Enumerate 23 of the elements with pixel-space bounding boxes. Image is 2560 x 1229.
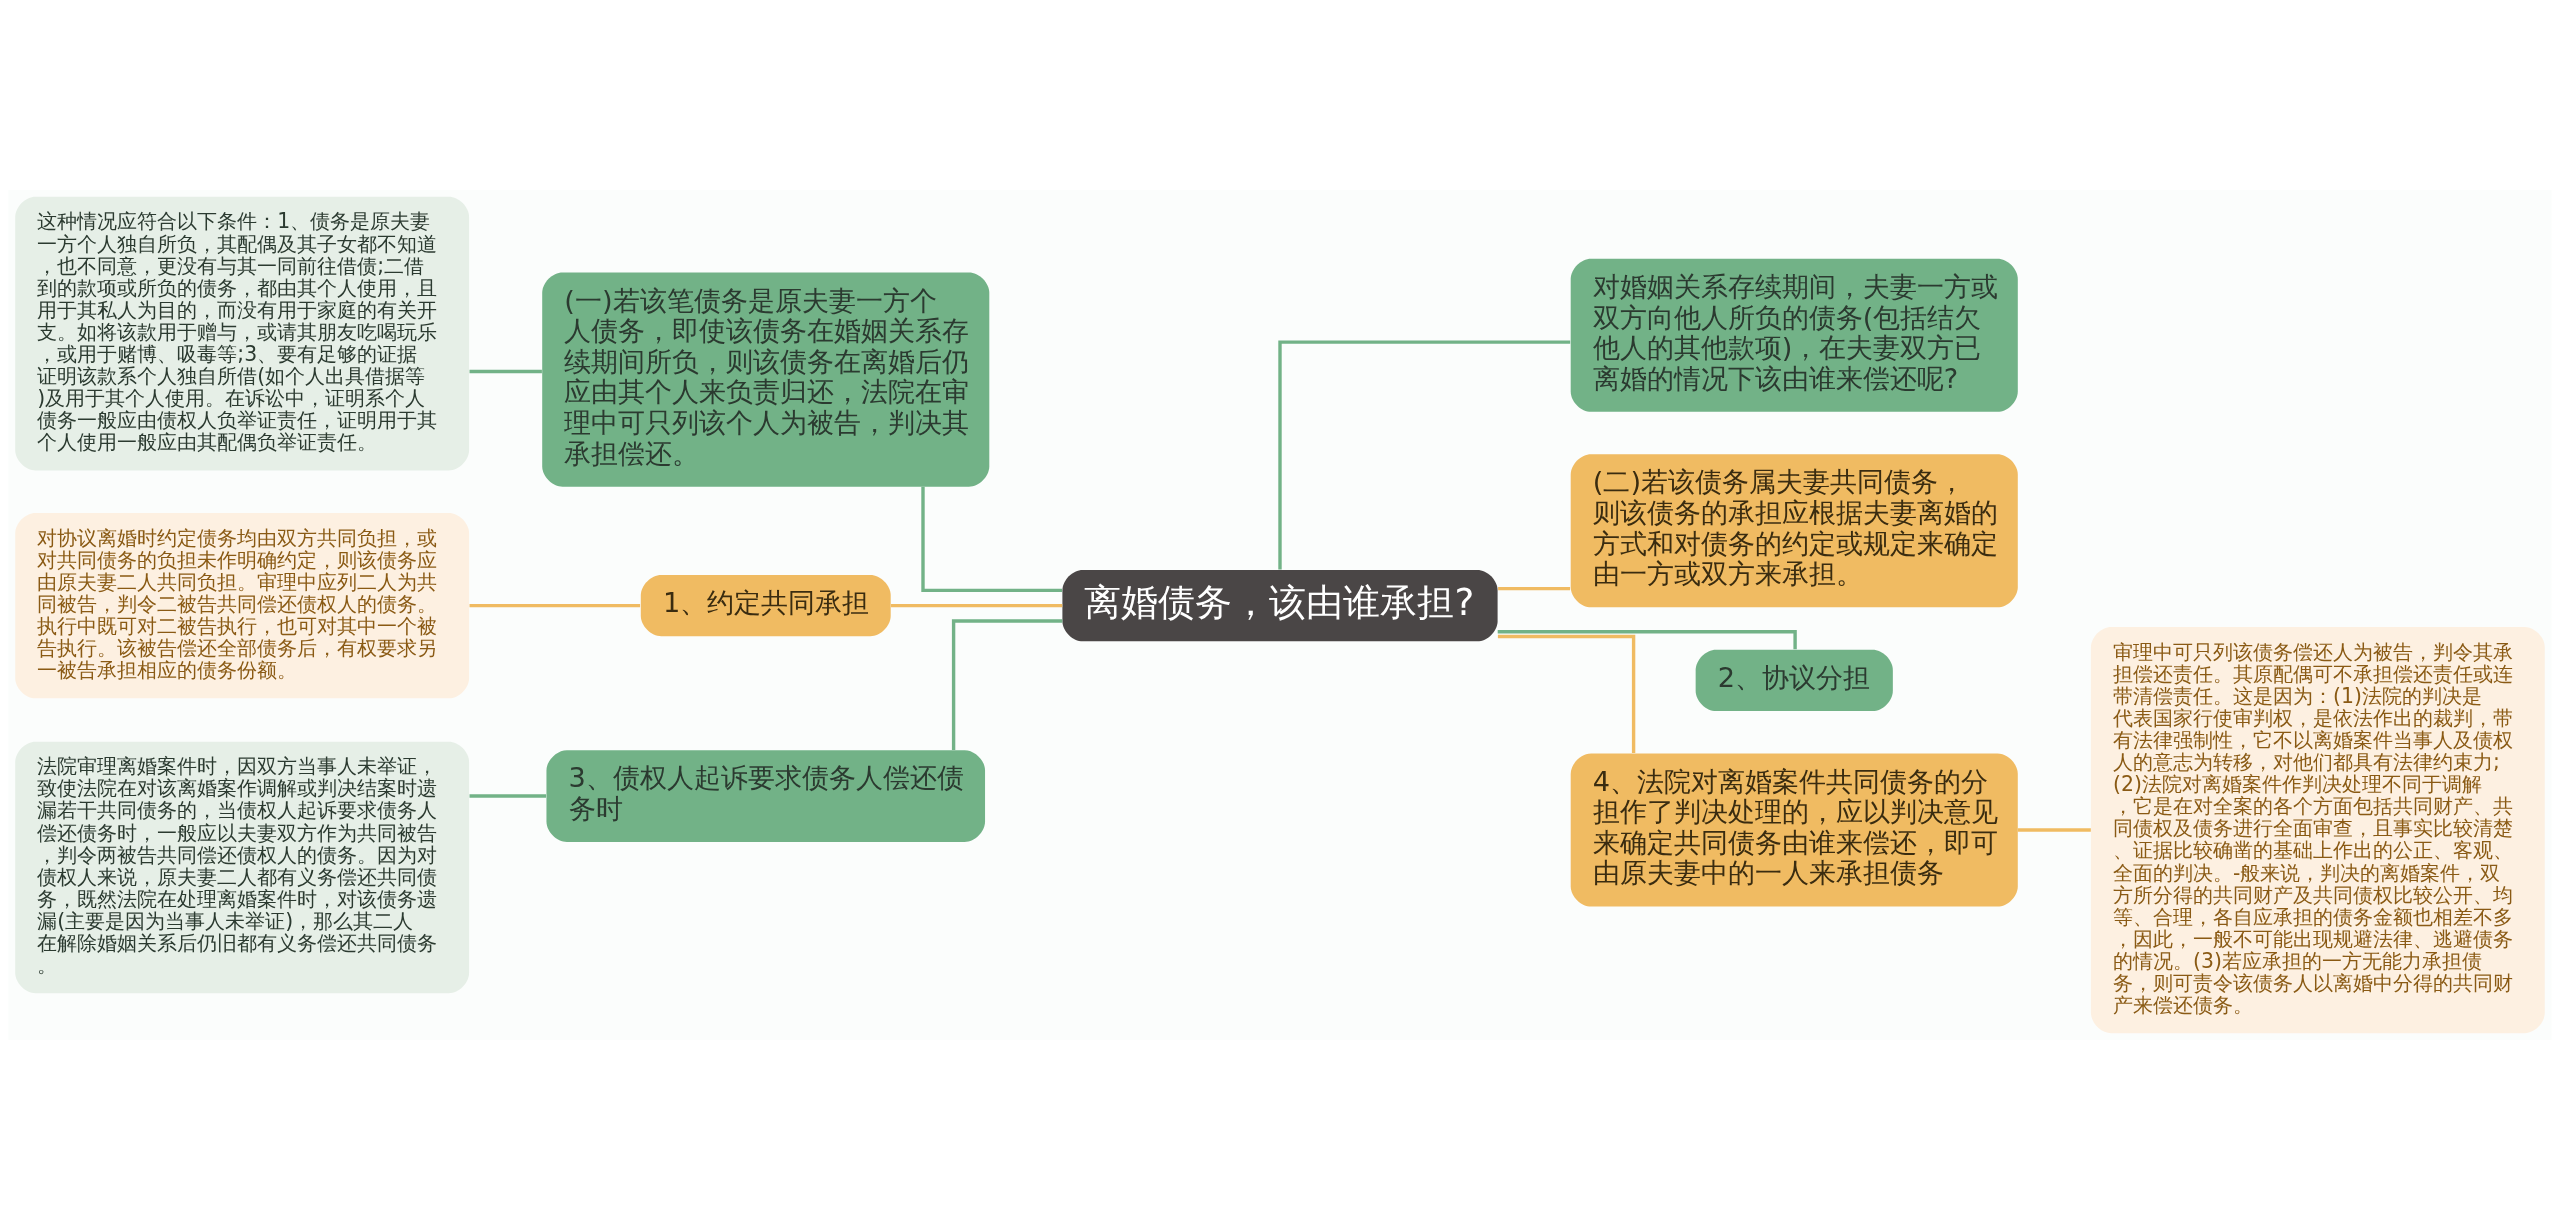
connector <box>1497 629 1797 649</box>
node-box: 对协议离婚时约定债务均由双方共同负担，或对共同债务的负担未作明确约定，则该债务应由原夫妻二人共同负担。审理中应列二人为共同被告，判令二被告共同偿还债权人的债务。执行中既可对二被告执行，也可对其中一个被告执行。该被告偿还全部债务后，有权要求另一被告承担相应的债务份额。 <box>15 512 470 698</box>
node-box: 2、协议分担 <box>1695 649 1893 711</box>
node-box: 4、法院对离婚案件共同债务的分担作了判决处理的，应以判决意见来确定共同债务由谁来偿还，即可由原夫妻中的一人来承担债务 <box>1570 753 2018 907</box>
node-box: 法院审理离婚案件时，因双方当事人未举证，致使法院在对该离婚案作调解或判决结案时遗漏若干共同债务的，当债权人起诉要求债务人偿还债务时，一般应以夫妻双方作为共同被告，判令两被告共同偿还债权人的债务。因为对债权人来说，原夫妻二人都有义务偿还共同债务，既然法院在处理离婚案件时，对该债务遗漏(主要是因为当事人未举证)，那么其二人在解除婚姻关系后仍旧都有义务偿还共同债务。 <box>15 741 470 993</box>
connector <box>951 618 1063 750</box>
connector <box>469 369 542 373</box>
node-box: 审理中可只列该债务偿还人为被告，判令其承担偿还责任。其原配偶可不承担偿还责任或连带清偿责任。这是因为：(1)法院的判决是代表国家行使审判权，是依法作出的裁判，带有法律强制性，它不以离婚案件当事人及债权人的意志为转移，对他们都具有法律约束力;(2)法院对离婚案件作判决处理不同于调解，它是在对全案的各个方面包括共同财产、共同债权及债务进行全面审查，且事实比较清楚、证据比较确凿的基础上作出的公正、客观、全面的判决。-般来说，判决的离婚案件，双方所分得的共同财产及共同债权比较公开、均等、合理，各自应承担的债务金额也相差不多，因此，一般不可能出现规避法律、逃避债务的情况。(3)若应承担的一方无能力承担债务，则可责令该债务人以离婚中分得的共同财产来偿还债务。 <box>2090 626 2545 1033</box>
node-box: (一)若该笔债务是原夫妻一方个人债务，即使该债务在婚姻关系存续期间所负，则该债务在离婚后仍应由其个人来负责归还，法院在审理中可只列该个人为被告，判决其承担偿还。 <box>542 271 990 487</box>
connector <box>2017 827 2091 832</box>
connector <box>469 793 547 798</box>
connector <box>921 486 1063 592</box>
node-box: 离婚债务，该由谁承担? <box>1062 569 1498 641</box>
connector <box>1278 339 1571 570</box>
node-box: 这种情况应符合以下条件：1、债务是原夫妻一方个人独自所负，其配偶及其子女都不知道，也不同意，更没有与其一同前往借债;二借到的款项或所负的债务，都由其个人使用，且用于其私人为目的，而没有用于家庭的有关开支。如将该款用于赠与，或请其朋友吃喝玩乐，或用于赌博、吸毒等;3、要有足够的证据证明该款系个人独自所借(如个人出具借据等)及用于其个人使用。在诉讼中，证明系个人债务一般应由债权人负举证责任，证明用于其个人使用一般应由其配偶负举证责任。 <box>15 196 470 470</box>
connector <box>1498 586 1571 590</box>
connector <box>469 603 641 607</box>
node-box: 3、债权人起诉要求债务人偿还债务时 <box>546 749 986 842</box>
connector <box>890 603 1063 607</box>
node-box: 对婚姻关系存续期间，夫妻一方或双方向他人所负的债务(包括结欠他人的其他款项)，在夫妻双方已离婚的情况下该由谁来偿还呢? <box>1570 258 2018 412</box>
node-box: (二)若该债务属夫妻共同债务，则该债务的承担应根据夫妻离婚的方式和对债务的约定或规定来确定由一方或双方来承担。 <box>1570 453 2018 607</box>
node-box: 1、约定共同承担 <box>640 574 891 636</box>
connector <box>1497 634 1636 753</box>
